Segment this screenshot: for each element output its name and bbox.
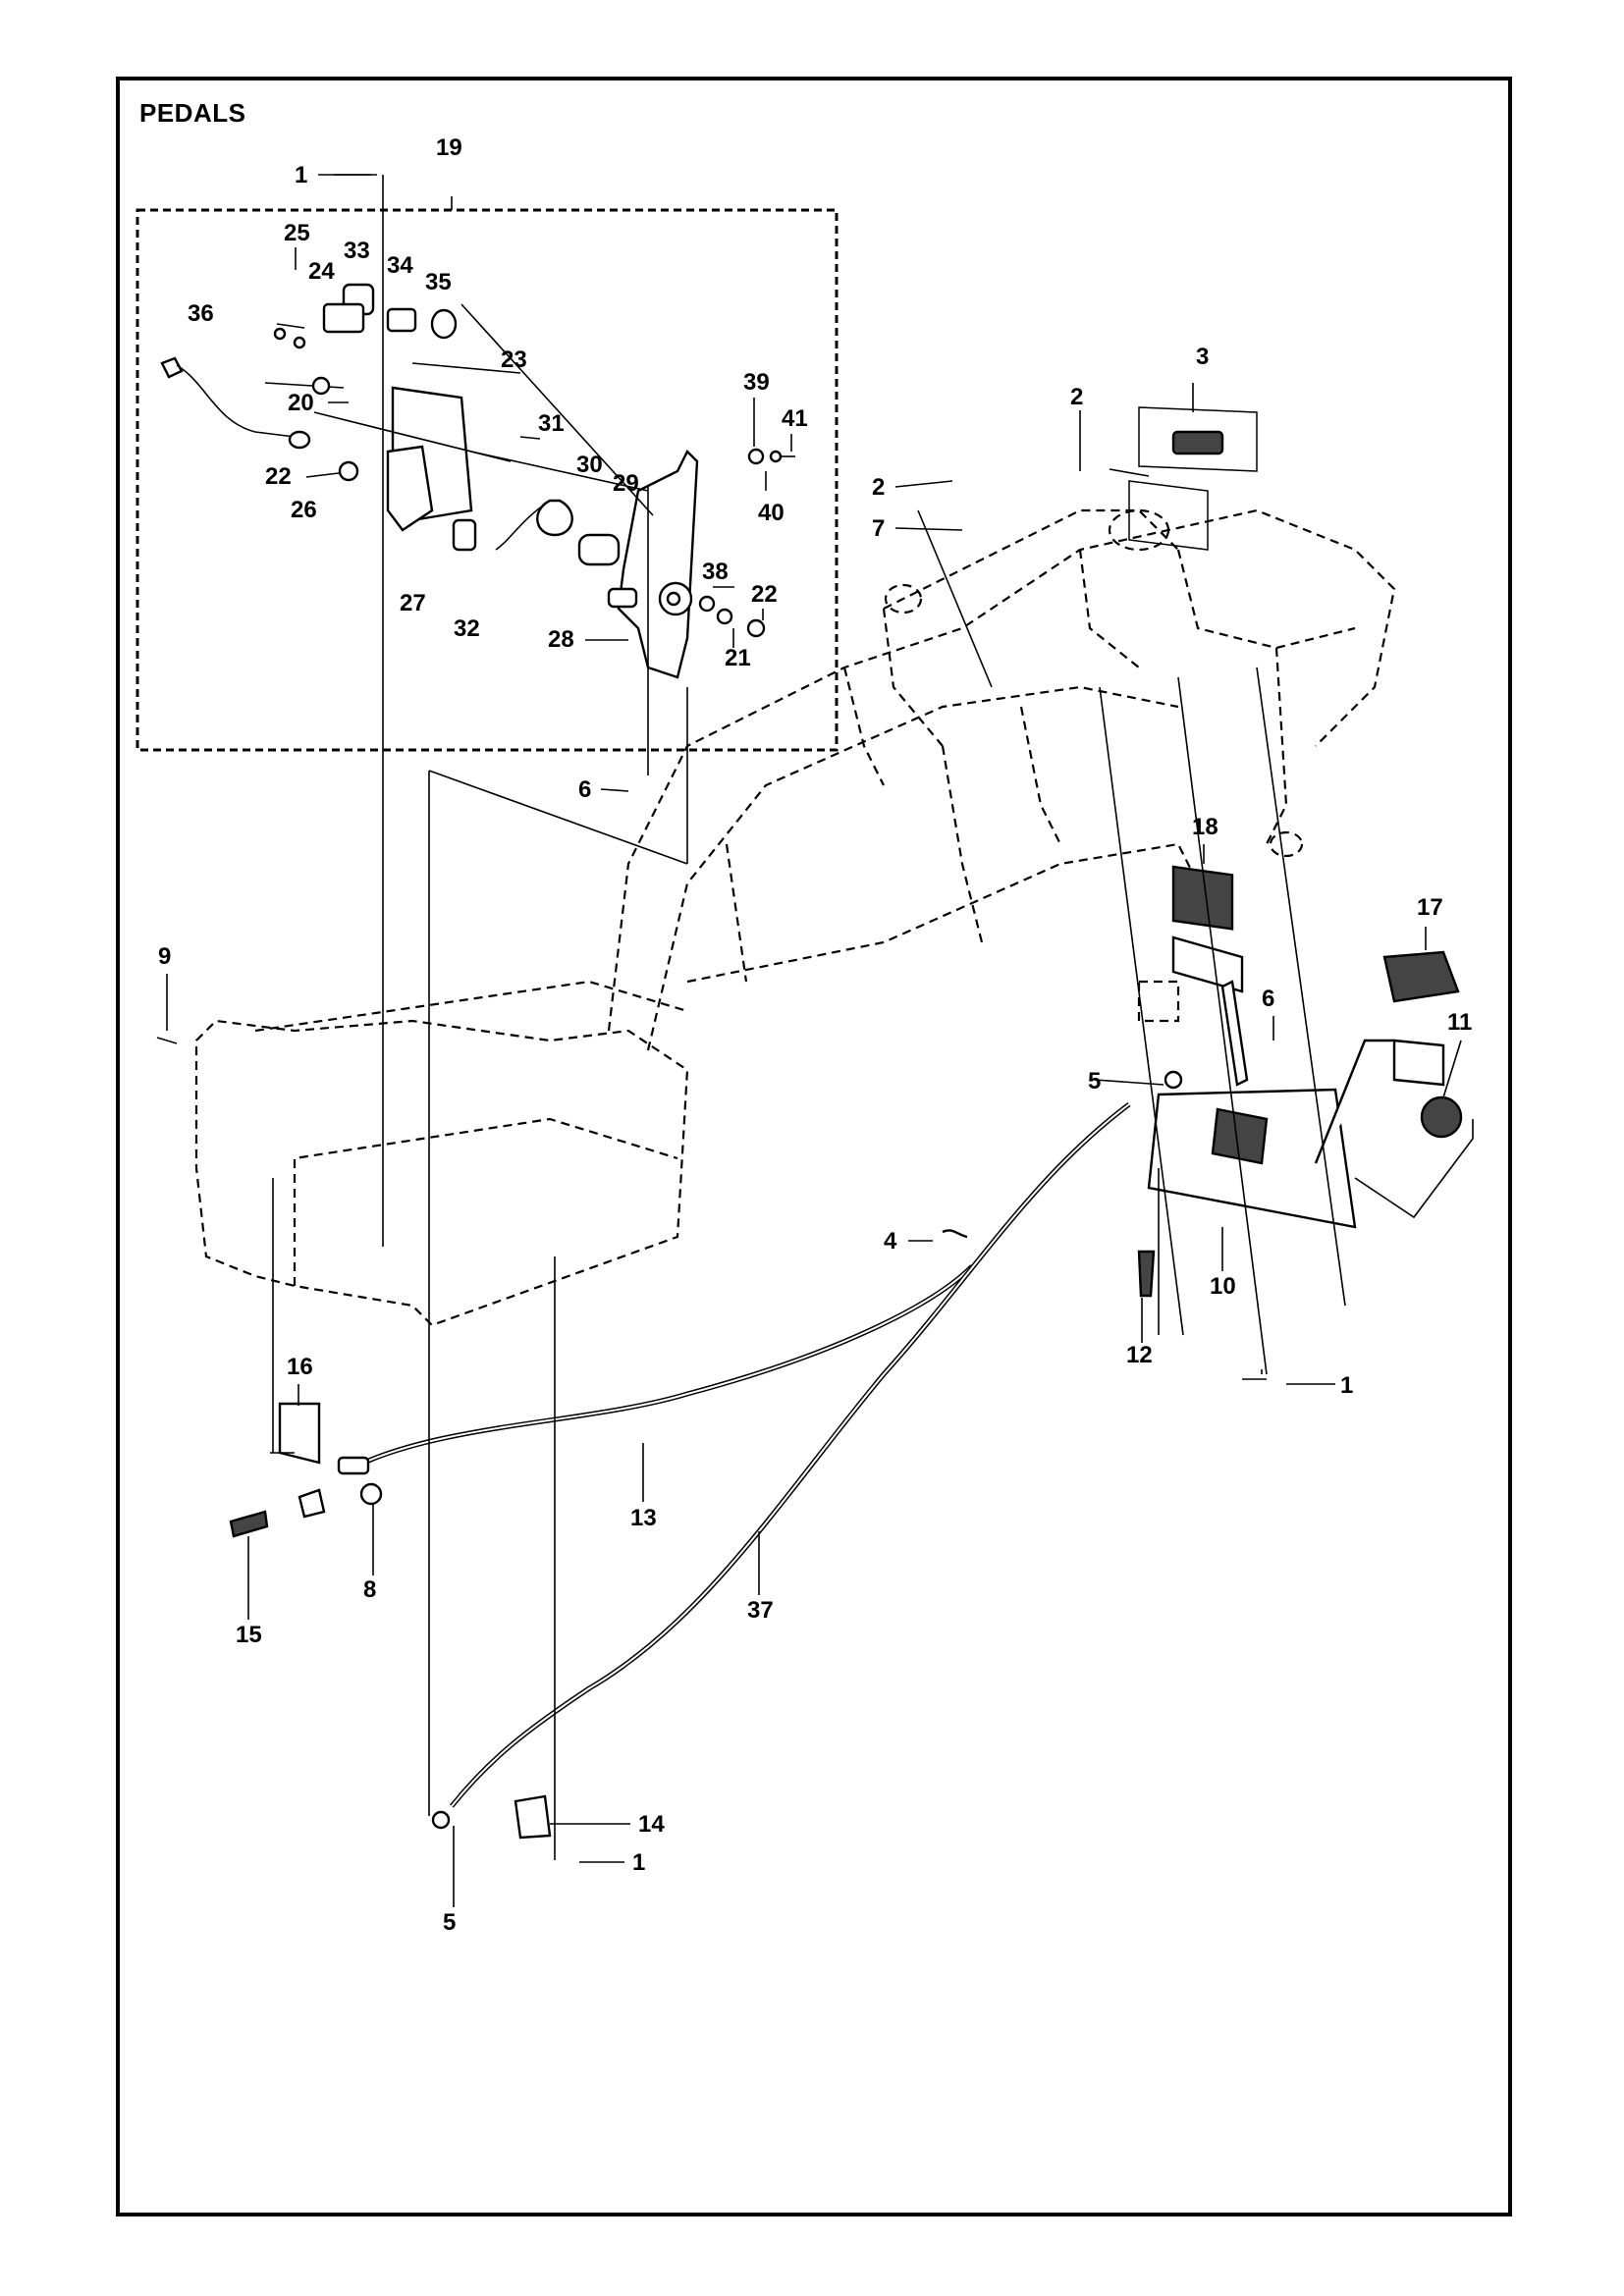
callout-5: 5 xyxy=(1088,1068,1101,1095)
callout-1: 1 xyxy=(632,1849,645,1876)
callout-30: 30 xyxy=(576,452,603,478)
callout-9: 9 xyxy=(158,943,171,970)
bracket-16 xyxy=(278,1402,321,1465)
callout-13: 13 xyxy=(630,1505,657,1531)
subassembly-parts xyxy=(160,283,795,679)
switch-3 xyxy=(1128,406,1258,551)
callout-10: 10 xyxy=(1210,1273,1236,1300)
callout-7: 7 xyxy=(872,515,885,542)
callout-24: 24 xyxy=(308,258,335,285)
cables xyxy=(229,1102,1131,1840)
callout-25: 25 xyxy=(284,220,310,246)
callout-36: 36 xyxy=(188,300,214,327)
callout-3: 3 xyxy=(1196,344,1209,370)
tractor-frame xyxy=(194,508,1396,1327)
leader-lines xyxy=(156,174,1346,1860)
callout-21: 21 xyxy=(725,645,751,671)
callout-31: 31 xyxy=(538,410,565,437)
callout-16: 16 xyxy=(287,1354,313,1380)
shaft-28 xyxy=(607,587,638,609)
callout-22: 22 xyxy=(265,463,292,490)
callout-34: 34 xyxy=(387,252,413,279)
callout-1: 1 xyxy=(1340,1372,1353,1399)
callout-22: 22 xyxy=(751,581,778,608)
callout-6: 6 xyxy=(578,776,591,803)
spring-12 xyxy=(1137,1250,1156,1298)
callout-17: 17 xyxy=(1417,894,1443,921)
callout-2: 2 xyxy=(1070,384,1083,410)
sleeve-30 xyxy=(577,533,621,566)
bushing-35 xyxy=(430,308,458,340)
callout-40: 40 xyxy=(758,500,785,526)
bracket-34 xyxy=(386,307,417,333)
callout-1: 1 xyxy=(295,162,307,188)
callout-5: 5 xyxy=(443,1909,456,1936)
callout-leaders xyxy=(166,174,1462,1907)
callout-27: 27 xyxy=(400,590,426,616)
callout-19: 19 xyxy=(436,134,462,161)
callout-11: 11 xyxy=(1447,1009,1472,1036)
bracket-14 xyxy=(514,1794,552,1840)
callout-41: 41 xyxy=(782,405,808,432)
pedal-assembly xyxy=(1137,865,1474,1298)
callout-29: 29 xyxy=(613,470,639,497)
callout-33: 33 xyxy=(344,238,370,264)
callout-26: 26 xyxy=(291,497,317,523)
pedal-knob-11 xyxy=(1420,1095,1463,1139)
callout-28: 28 xyxy=(548,626,574,653)
pedal-spring-block xyxy=(1211,1107,1269,1165)
subassembly-19-box xyxy=(135,208,839,752)
switch-36 xyxy=(160,356,184,379)
pedal-lever xyxy=(1220,980,1249,1087)
callout-39: 39 xyxy=(743,369,770,396)
clip-4 xyxy=(942,1229,968,1239)
callout-35: 35 xyxy=(425,269,452,295)
callout-38: 38 xyxy=(702,559,729,585)
callout-14: 14 xyxy=(638,1811,665,1838)
clevis-pin-8 xyxy=(359,1482,383,1506)
pin-32 xyxy=(452,518,477,552)
callout-15: 15 xyxy=(236,1622,262,1648)
pedal-pad-17 xyxy=(1382,950,1460,1003)
callout-2: 2 xyxy=(872,474,885,501)
callout-6: 6 xyxy=(1262,986,1274,1012)
callout-18: 18 xyxy=(1192,814,1218,840)
callout-23: 23 xyxy=(501,347,527,373)
callout-32: 32 xyxy=(454,615,480,642)
pedal-plate xyxy=(1171,935,1244,993)
callout-4: 4 xyxy=(884,1228,897,1255)
callout-12: 12 xyxy=(1126,1342,1153,1368)
callout-labels: 1 19 25 24 33 34 35 36 23 20 31 39 41 22… xyxy=(158,134,1472,1936)
callout-37: 37 xyxy=(747,1597,774,1624)
callout-20: 20 xyxy=(288,390,314,416)
spring-31 xyxy=(536,499,573,537)
callout-8: 8 xyxy=(363,1576,376,1603)
spring-15 xyxy=(229,1510,269,1538)
diagram-title: PEDALS xyxy=(139,98,246,128)
